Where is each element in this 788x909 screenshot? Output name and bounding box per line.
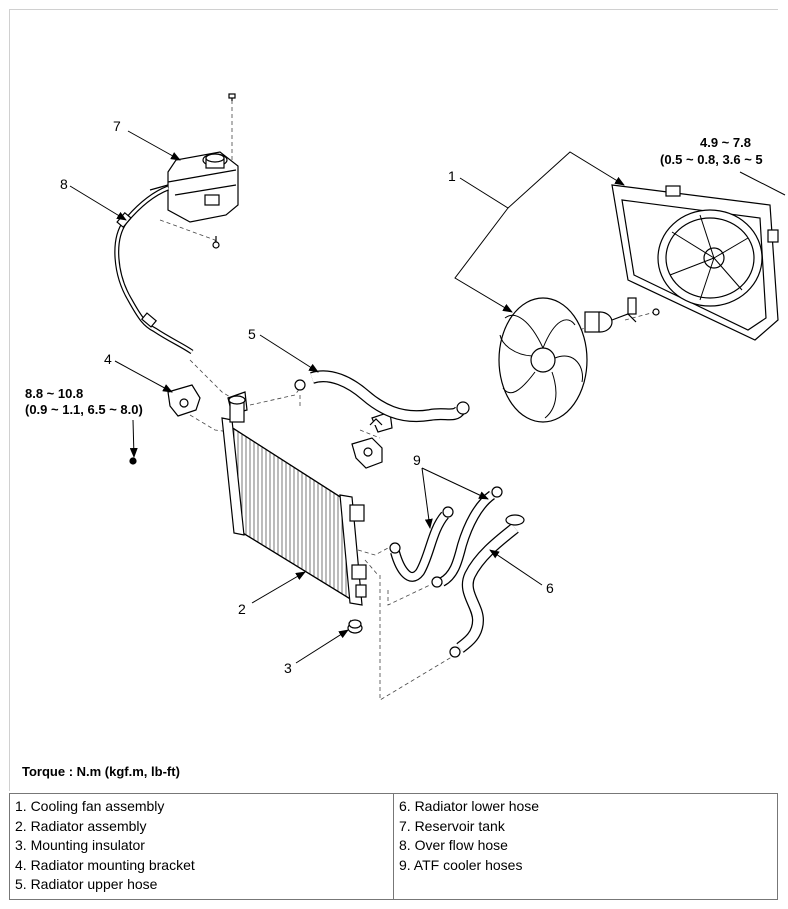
callout-9: 9: [413, 452, 421, 468]
legend-item-7: 7. Reservoir tank: [399, 817, 505, 834]
torque-spec-fan-shroud-kgf-lbft: (0.5 ~ 0.8, 3.6 ~ 5: [660, 152, 763, 167]
parts-legend-table: 1. Cooling fan assembly 2. Radiator asse…: [9, 793, 778, 900]
torque-spec-fan-shroud-nm: 4.9 ~ 7.8: [700, 135, 751, 150]
legend-item-1: 1. Cooling fan assembly: [15, 798, 165, 814]
callout-2: 2: [238, 601, 246, 617]
callout-5: 5: [248, 326, 256, 342]
callout-3: 3: [284, 660, 292, 676]
legend-column-right: 6. Radiator lower hose 7. Reservoir tank…: [393, 793, 778, 900]
callout-7: 7: [113, 118, 121, 134]
torque-spec-bracket-kgf-lbft: (0.9 ~ 1.1, 6.5 ~ 8.0): [25, 402, 143, 417]
legend-item-9: 9. ATF cooler hoses: [399, 856, 523, 873]
legend-item-6: 6. Radiator lower hose: [399, 798, 540, 814]
mounting-insulator: [347, 619, 363, 634]
radiator-exploded-diagram: [69, 93, 786, 701]
radiator-upper-hose: [294, 370, 470, 426]
legend-item-8: 8. Over flow hose: [399, 837, 508, 853]
torque-spec-fan-shroud-alt: (0.5 ~ 0.8, 3.6 ~ 5: [660, 152, 763, 168]
legend-item-4: 4. Radiator mounting bracket: [15, 856, 195, 873]
legend-item-2: 2. Radiator assembly: [15, 817, 147, 834]
legend-item-5: 5. Radiator upper hose: [15, 876, 158, 892]
callout-8: 8: [60, 176, 68, 192]
callout-1: 1: [448, 168, 456, 184]
callout-4: 4: [104, 351, 112, 367]
over-flow-hose: [114, 185, 194, 355]
atf-cooler-hoses: [389, 486, 503, 588]
callout-6: 6: [546, 580, 554, 596]
torque-spec-bracket: 8.8 ~ 10.8 (0.9 ~ 1.1, 6.5 ~ 8.0): [25, 386, 143, 418]
callout-leaders: [69, 130, 786, 664]
diagram-frame: [9, 9, 778, 791]
radiator-assembly: [221, 395, 367, 606]
legend-column-left: 1. Cooling fan assembly 2. Radiator asse…: [9, 793, 394, 900]
legend-row: 1. Cooling fan assembly 2. Radiator asse…: [9, 793, 778, 900]
torque-spec-bracket-nm: 8.8 ~ 10.8: [25, 386, 84, 401]
legend-item-3: 3. Mounting insulator: [15, 837, 145, 853]
reservoir-tank: [149, 93, 239, 249]
cooling-fan-assembly: [498, 184, 779, 423]
radiator-lower-hose: [449, 514, 525, 658]
torque-units-note: Torque : N.m (kgf.m, lb-ft): [22, 764, 180, 779]
torque-spec-fan-shroud: 4.9 ~ 7.8: [700, 135, 751, 151]
